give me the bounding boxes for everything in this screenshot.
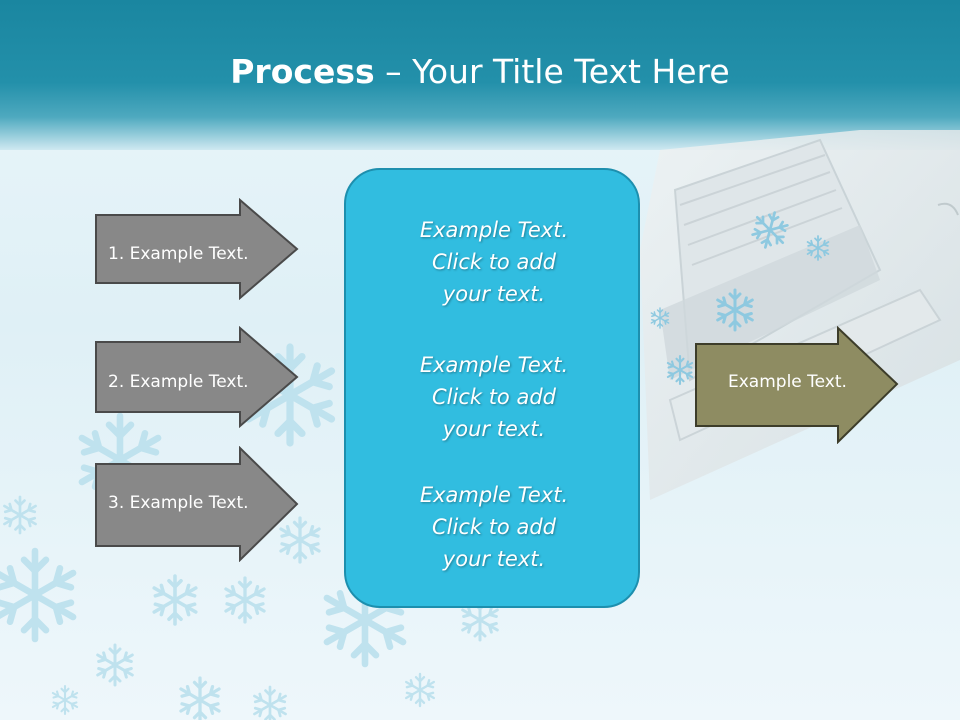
header-band xyxy=(0,0,960,150)
center-paragraph-2: Example Text. Click to add your text. xyxy=(346,349,642,445)
snowflake-icon xyxy=(0,551,73,639)
snowflake-icon xyxy=(3,495,37,535)
center-paragraph-1: Example Text. Click to add your text. xyxy=(346,214,642,310)
paragraph-line: your text. xyxy=(442,547,546,571)
slide-title: Process – Your Title Text Here xyxy=(0,52,960,91)
snowflake-icon xyxy=(179,676,221,720)
paragraph-line: your text. xyxy=(442,282,546,306)
step-1-label: 1. Example Text. xyxy=(108,244,249,264)
title-rest: Your Title Text Here xyxy=(412,52,730,91)
center-paragraph-3: Example Text. Click to add your text. xyxy=(346,479,642,575)
paragraph-line: Example Text. xyxy=(419,483,569,507)
paragraph-line: Click to add xyxy=(431,385,556,409)
paragraph-line: Click to add xyxy=(431,250,556,274)
snowflake-icon xyxy=(253,685,287,720)
output-arrow xyxy=(695,326,899,444)
step-2-label: 2. Example Text. xyxy=(108,372,249,392)
snowflake-icon xyxy=(404,672,436,708)
output-arrow-label: Example Text. xyxy=(728,372,847,392)
paragraph-line: Click to add xyxy=(431,515,556,539)
snowflake-icon xyxy=(224,576,266,624)
paragraph-line: Example Text. xyxy=(419,353,569,377)
center-text-box[interactable]: Example Text. Click to add your text. Ex… xyxy=(344,168,640,608)
title-bold: Process xyxy=(230,52,375,91)
air-conditioner-image xyxy=(640,130,960,500)
step-arrow-3 xyxy=(95,446,299,562)
step-3-label: 3. Example Text. xyxy=(108,493,249,513)
step-arrow-2 xyxy=(95,326,299,428)
paragraph-line: Example Text. xyxy=(419,218,569,242)
snowflake-icon xyxy=(51,684,79,716)
paragraph-line: your text. xyxy=(442,417,546,441)
snowflake-icon xyxy=(96,643,134,687)
step-arrow-1 xyxy=(95,198,299,300)
snowflake-icon xyxy=(152,574,198,626)
title-dash: – xyxy=(374,52,413,91)
